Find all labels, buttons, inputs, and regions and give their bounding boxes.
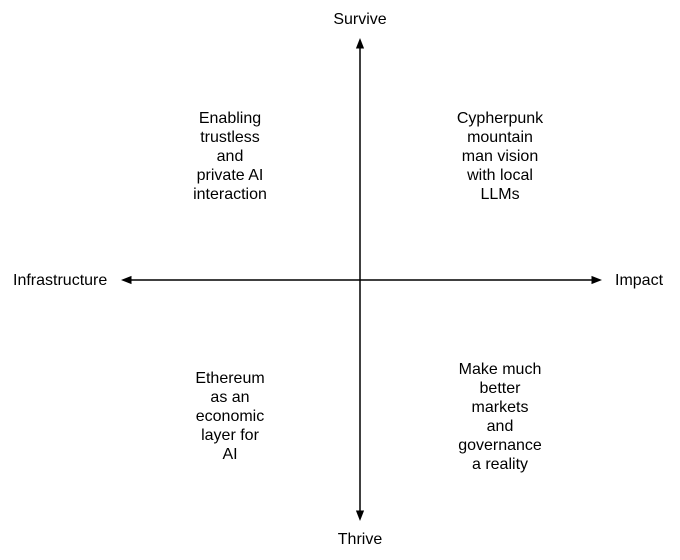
arrowhead-down-icon [355, 510, 365, 521]
quadrant-text-bottom-right: Make much better markets and governance … [458, 361, 542, 473]
axis-label-thrive: Thrive [337, 531, 383, 548]
quadrant-text-top-right: Cypherpunk mountain man vision with loca… [456, 110, 544, 203]
arrowhead-up-icon [355, 38, 365, 49]
arrowhead-right-icon [591, 275, 602, 285]
axis-label-impact: Impact [615, 272, 664, 289]
axis-label-infrastructure: Infrastructure [13, 272, 108, 289]
arrowhead-left-icon [121, 275, 132, 285]
quadrant-text-top-left: Enabling trustless and private AI intera… [193, 110, 267, 203]
quadrant-text-bottom-left: Ethereum as an economic layer for AI [195, 370, 265, 463]
axis-label-survive: Survive [333, 11, 387, 28]
